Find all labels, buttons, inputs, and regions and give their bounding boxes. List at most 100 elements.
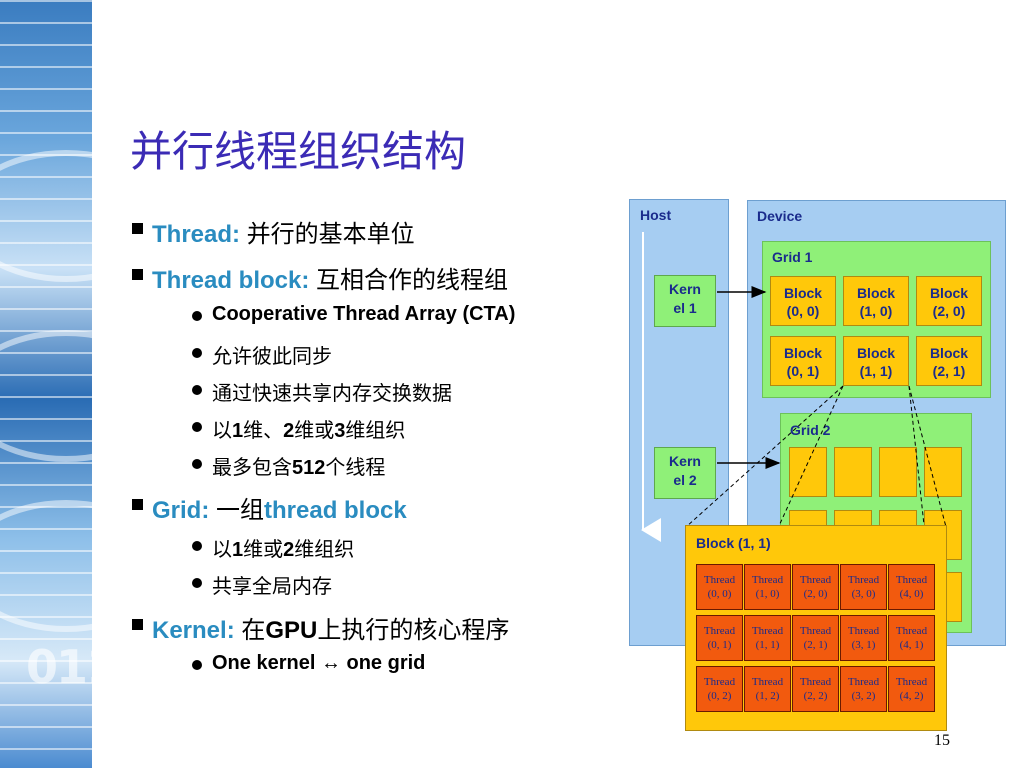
bullet-text: 并行的基本单位: [240, 221, 415, 248]
thread-grid: Thread(0, 0)Thread(1, 0)Thread(2, 0)Thre…: [696, 564, 936, 718]
block-name: Block: [929, 285, 969, 301]
square-bullet-icon: [132, 499, 143, 510]
sub-bullet-shared-memory: 通过快速共享内存交换数据: [192, 377, 452, 406]
thread-index: (0, 2): [707, 690, 732, 702]
kernel-1-box: Kern el 1: [654, 275, 716, 327]
device-label: Device: [757, 208, 803, 224]
thread-name: Thread: [751, 574, 784, 586]
grid-1-label: Grid 1: [772, 249, 813, 265]
thread-cell: Thread (3, 0): [840, 564, 887, 610]
thread-name: Thread: [751, 625, 784, 637]
block-detail-label: Block (1, 1): [696, 535, 771, 551]
thread-index: (2, 2): [803, 690, 828, 702]
thread-cell: Thread(4, 0): [888, 564, 935, 610]
bullet-text: 允许彼此同步: [212, 346, 332, 368]
thread-index: (3, 1): [851, 639, 876, 651]
strip-swirl: [0, 330, 92, 462]
thread-index: (4, 1): [899, 639, 924, 651]
kernel-label: Kern: [669, 453, 701, 469]
text-part: one grid: [340, 652, 426, 674]
block-name: Block: [929, 345, 969, 361]
block-index: (0, 1): [786, 363, 820, 379]
thread-name: Thread: [799, 574, 832, 586]
thread-name: Thread: [895, 625, 928, 637]
sub-bullet-cta: Cooperative Thread Array (CTA): [192, 303, 516, 326]
thread-index: (0, 1): [707, 639, 732, 651]
thread-cell: Thread (2, 1): [792, 615, 839, 661]
thread-cell: Thread (4, 1): [888, 615, 935, 661]
thread-cell: Thread(3, 2): [840, 666, 887, 712]
block-index: (1, 1): [859, 363, 893, 379]
thread-index: (1, 1): [755, 639, 780, 651]
bullet-text: 一组: [209, 497, 264, 524]
strip-swirl: [0, 500, 92, 632]
kernel-label: Kern: [669, 281, 701, 297]
text-part: 以: [212, 420, 232, 442]
thread-cell: Thread (2, 0): [792, 564, 839, 610]
bullet-grid: Grid: 一组thread block: [132, 490, 407, 525]
text-part: 个线程: [325, 457, 386, 479]
thread-index: (2, 0): [803, 588, 828, 600]
strip-digits: 011: [26, 640, 92, 694]
bullet-text: 互相合作的线程组: [309, 267, 509, 294]
round-bullet-icon: [192, 578, 202, 588]
text-number: 3: [334, 420, 346, 442]
thread-name: Thread: [799, 676, 832, 688]
block-cell: Block(1, 0): [843, 276, 909, 326]
text-part: 在: [234, 617, 266, 644]
text-gpu: GPU: [265, 617, 318, 644]
block-index: (1, 0): [859, 303, 893, 319]
round-bullet-icon: [192, 660, 202, 670]
bullet-text: 通过快速共享内存交换数据: [212, 383, 452, 405]
thread-cell: Thread (4, 2): [888, 666, 935, 712]
block-cell: Block(1, 1): [843, 336, 909, 386]
text-part: 以: [212, 539, 232, 561]
thread-cell: Thread (0, 1): [696, 615, 743, 661]
block-cell: Block (2, 0): [916, 276, 982, 326]
text-number: 2: [283, 420, 295, 442]
text-part: 维、: [243, 420, 284, 442]
square-bullet-icon: [132, 619, 143, 630]
block-index: (2, 0): [932, 303, 966, 319]
bullet-keyword: Kernel:: [152, 617, 235, 644]
sub-bullet-dimensions: 以1维、2维或3维组织: [192, 414, 406, 443]
thread-name: Thread: [847, 574, 880, 586]
block-cell: Block (2, 1): [916, 336, 982, 386]
strip-swirl: [0, 150, 92, 282]
grid-2-block: [879, 447, 917, 497]
text-part: One kernel: [212, 652, 321, 674]
text-part: 维组织: [345, 420, 406, 442]
thread-index: (3, 2): [851, 690, 876, 702]
kernel-label: el 1: [673, 300, 697, 316]
thread-name: Thread: [799, 625, 832, 637]
thread-name: Thread: [895, 676, 928, 688]
bullet-text: Cooperative Thread Array (CTA): [212, 303, 516, 325]
page-number: 15: [934, 732, 950, 749]
thread-name: Thread: [703, 676, 736, 688]
thread-index: (4, 2): [899, 690, 924, 702]
block-index: (0, 0): [786, 303, 820, 319]
thread-name: Thread: [703, 625, 736, 637]
host-label: Host: [640, 207, 672, 223]
thread-cell: Thread(1, 0): [744, 564, 791, 610]
thread-index: (3, 0): [851, 588, 876, 600]
block-index: (2, 1): [932, 363, 966, 379]
round-bullet-icon: [192, 311, 202, 321]
thread-index: (2, 1): [803, 639, 828, 651]
bullet-thread-block: Thread block: 互相合作的线程组: [132, 260, 509, 295]
sub-bullet-sync: 允许彼此同步: [192, 340, 332, 369]
block-cell: Block(0, 0): [770, 276, 836, 326]
text-number: 1: [232, 539, 244, 561]
thread-name: Thread: [703, 574, 736, 586]
thread-name: Thread: [895, 574, 928, 586]
thread-name: Thread: [847, 625, 880, 637]
text-part: 维或: [243, 539, 284, 561]
text-part: 维组织: [294, 539, 355, 561]
round-bullet-icon: [192, 348, 202, 358]
bullet-thread: Thread: 并行的基本单位: [132, 214, 415, 249]
thread-cell: Thread(0, 0): [696, 564, 743, 610]
grid-2-block: [834, 447, 872, 497]
bullet-text-en: thread block: [264, 497, 407, 524]
thread-cell: Thread (0, 2): [696, 666, 743, 712]
